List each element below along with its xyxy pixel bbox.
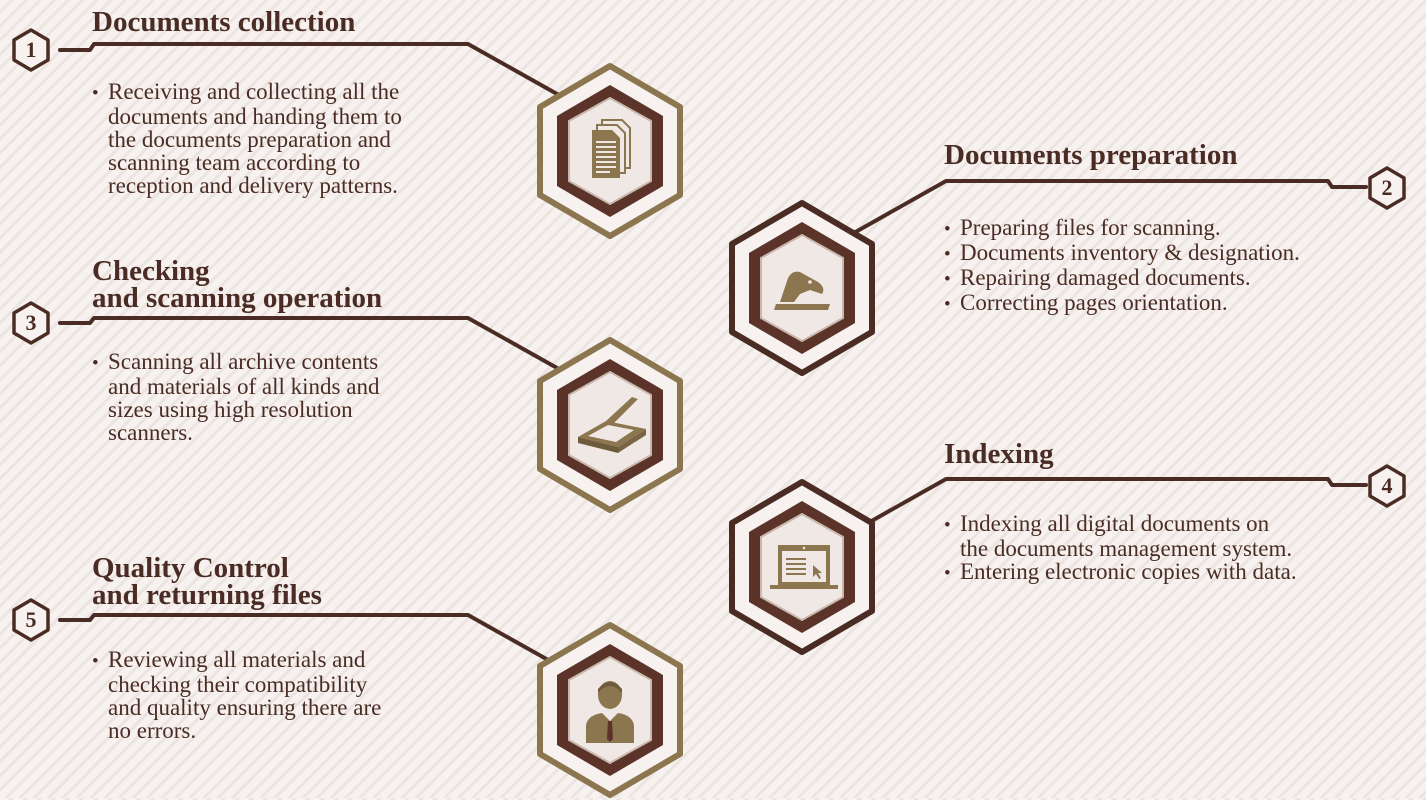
step-5-badge: 5 (10, 597, 52, 643)
step-5-hexagon (530, 620, 690, 800)
step-4-hexagon (722, 477, 882, 657)
connector-line-4 (850, 477, 1368, 534)
step-2-badge: 2 (1366, 165, 1408, 211)
step-5-bullet-1: Reviewing all materials and checking the… (92, 648, 381, 742)
step-3-hexagon (530, 335, 690, 515)
step-2-title: Documents preparation (944, 139, 1238, 171)
step-3-number: 3 (25, 310, 37, 335)
step-1-hexagon (530, 61, 690, 241)
step-3-badge: 3 (10, 300, 52, 346)
step-4-bullet-2: Entering electronic copies with data. (944, 560, 1297, 585)
step-3-bullets: Scanning all archive contents and materi… (92, 350, 379, 444)
step-4-number: 4 (1381, 473, 1393, 498)
step-2-hexagon (722, 198, 882, 378)
connector-line-3 (58, 316, 568, 375)
step-5-bullets: Reviewing all materials and checking the… (92, 648, 381, 742)
step-4-badge: 4 (1366, 463, 1408, 509)
laptop-icon (770, 545, 838, 589)
step-2-bullets: Preparing files for scanning. Documents … (944, 216, 1300, 316)
step-1-title: Documents collection (92, 6, 356, 38)
stapler-icon (774, 271, 830, 310)
person-icon (586, 681, 634, 743)
connector-line-5 (58, 613, 568, 672)
step-2-bullet-2: Documents inventory & designation. (944, 241, 1300, 266)
step-3-bullet-1: Scanning all archive contents and materi… (92, 350, 379, 444)
step-1-bullet-1: Receiving and collecting all the documen… (92, 80, 402, 197)
scanner-icon (578, 397, 646, 453)
step-4-bullets: Indexing all digital documents on the do… (944, 512, 1297, 585)
connector-line-1 (58, 42, 568, 101)
step-2-bullet-1: Preparing files for scanning. (944, 216, 1300, 241)
step-2-bullet-4: Correcting pages orientation. (944, 291, 1300, 316)
step-4-bullet-1: Indexing all digital documents on the do… (944, 512, 1297, 560)
step-5-number: 5 (25, 607, 37, 632)
documents-icon (592, 119, 631, 178)
step-5-title: Quality Control and returning files (92, 552, 322, 611)
step-1-number: 1 (25, 37, 37, 62)
step-2-number: 2 (1381, 175, 1393, 200)
connector-line-2 (850, 179, 1368, 236)
step-3-title: Checking and scanning operation (92, 255, 383, 314)
step-1-bullets: Receiving and collecting all the documen… (92, 80, 402, 197)
step-2-bullet-3: Repairing damaged documents. (944, 266, 1300, 291)
step-1-badge: 1 (10, 27, 52, 73)
step-4-title: Indexing (944, 438, 1054, 470)
